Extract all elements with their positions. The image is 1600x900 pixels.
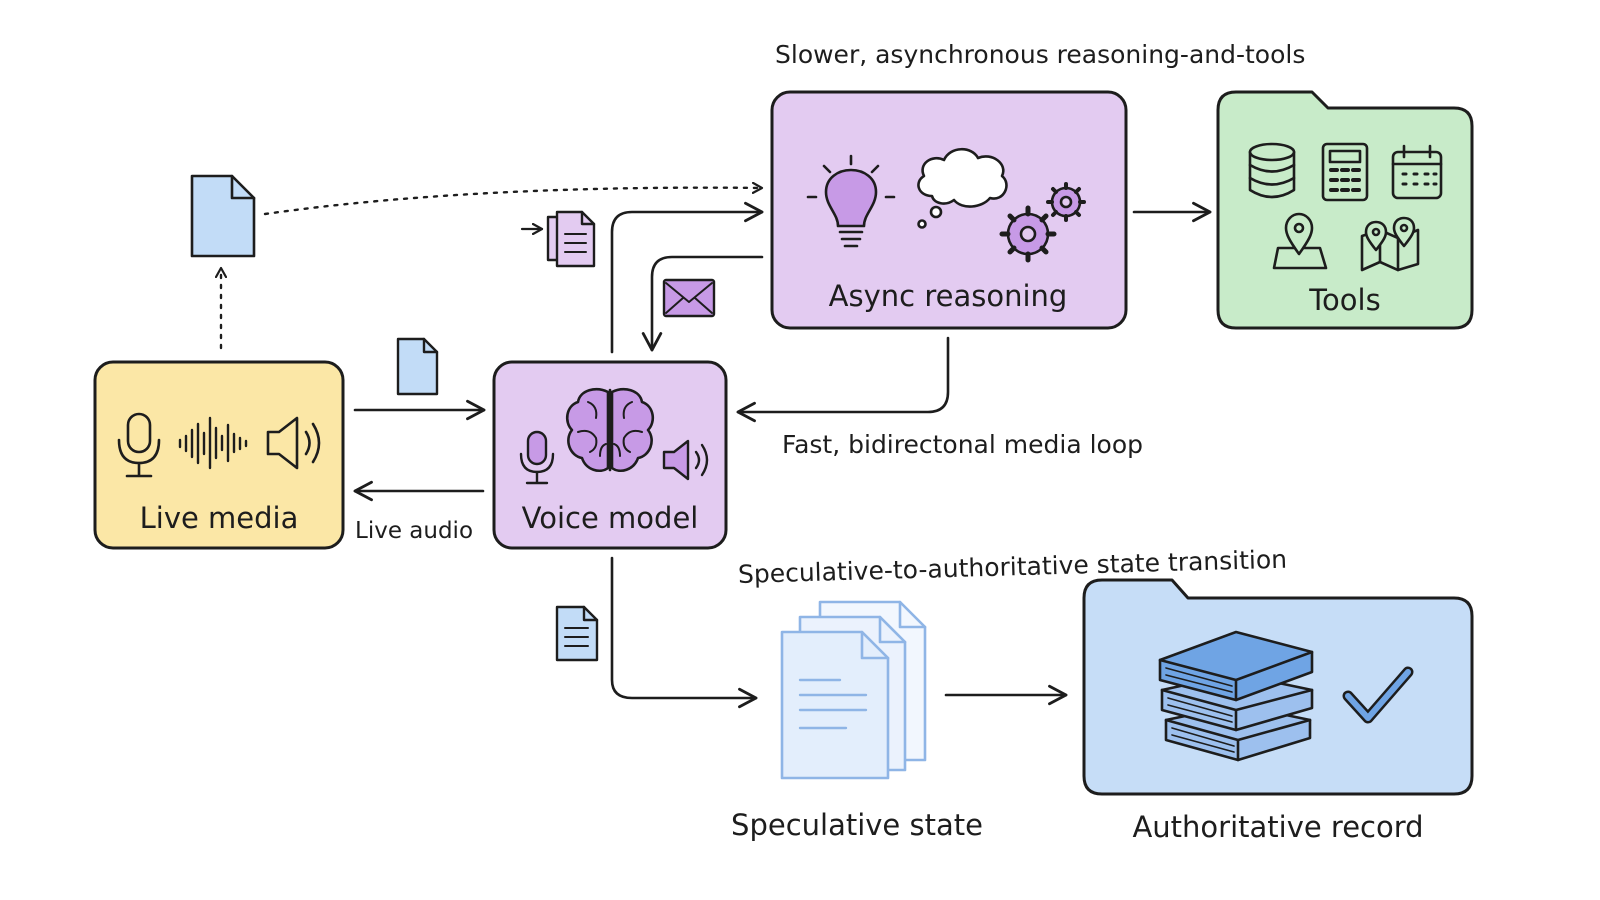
authoritative-record-title: Authoritative record [1132, 810, 1424, 844]
blue-document-icon [190, 174, 256, 258]
calendar-icon [1391, 144, 1443, 200]
tools-title: Tools [1309, 283, 1381, 317]
envelope-icon [662, 278, 716, 318]
blue-document-icon [555, 605, 599, 662]
blue-document-icon [396, 337, 439, 396]
purple-document-icon [546, 210, 596, 268]
speculative-state-title: Speculative state [731, 808, 983, 842]
stacked-documents-icon[interactable] [780, 600, 927, 780]
checkmark-icon [1342, 666, 1414, 724]
thought-bubble-icon [917, 147, 1008, 229]
brain-icon [565, 388, 655, 472]
live-media-title: Live media [139, 501, 299, 535]
microphone-icon [117, 412, 161, 478]
gears-icon [999, 182, 1086, 263]
speaker-icon [266, 416, 321, 470]
map-icon [1360, 216, 1420, 272]
live-media-node[interactable] [93, 360, 345, 550]
slower-async-caption: Slower, asynchronous reasoning-and-tools [775, 40, 1306, 69]
fast-loop-caption: Fast, bidirectonal media loop [782, 430, 1143, 459]
calculator-icon [1321, 142, 1369, 202]
arrow-voice-to-speculative [610, 556, 758, 709]
book-stack-icon [1158, 630, 1314, 762]
async-reasoning-title: Async reasoning [828, 279, 1068, 313]
arrow-voice-to-async [610, 201, 764, 354]
arrow-async-to-voice [641, 255, 764, 352]
dotted-arrow-to-async [263, 188, 764, 216]
microphone-icon [519, 430, 555, 485]
waveform-icon [178, 416, 248, 470]
arrow-async-return [736, 336, 950, 423]
voice-model-title: Voice model [521, 501, 699, 535]
database-icon [1248, 142, 1296, 199]
async-reasoning-node[interactable] [770, 90, 1128, 330]
speaker-icon [662, 439, 709, 481]
live-audio-label: Live audio [355, 518, 474, 544]
lightbulb-icon [806, 154, 896, 248]
map-pin-icon [1272, 212, 1328, 270]
